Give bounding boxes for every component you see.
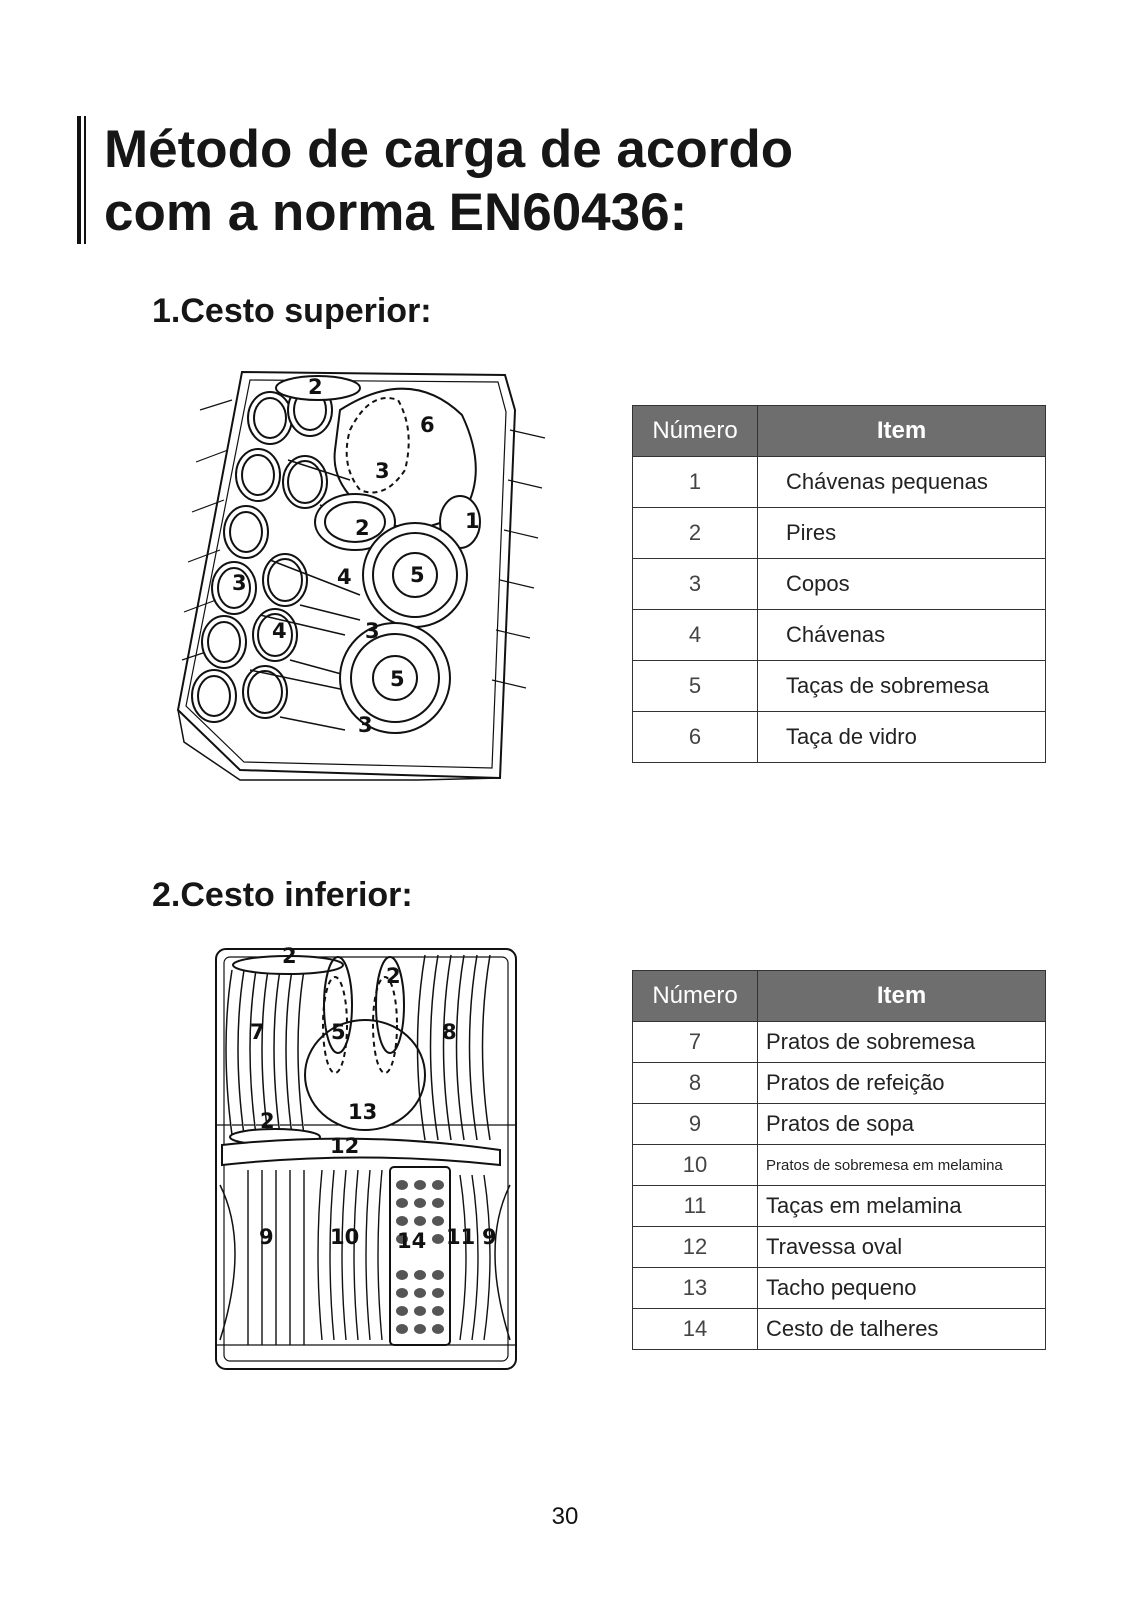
- row-number: 4: [632, 609, 758, 661]
- title-accent-bar: [77, 116, 81, 244]
- callout-3: 3: [232, 571, 247, 595]
- row-number: 7: [632, 1021, 758, 1063]
- row-item: Pratos de sobremesa: [757, 1021, 1046, 1063]
- callout-4: 4: [337, 565, 352, 589]
- row-number: 5: [632, 660, 758, 712]
- callout-2: 2: [355, 516, 370, 540]
- callout-9: 9: [482, 1225, 497, 1249]
- table-header-row: Número Item: [632, 970, 1046, 1022]
- row-item: Taças em melamina: [757, 1185, 1046, 1227]
- row-number: 10: [632, 1144, 758, 1186]
- row-item: Taça de vidro: [757, 711, 1046, 763]
- row-number: 3: [632, 558, 758, 610]
- row-item: Pratos de refeição: [757, 1062, 1046, 1104]
- callout-12: 12: [330, 1134, 359, 1158]
- row-item: Cesto de talheres: [757, 1308, 1046, 1350]
- callout-14: 14: [397, 1229, 426, 1253]
- callout-2: 2: [308, 375, 323, 399]
- row-number: 8: [632, 1062, 758, 1104]
- row-item: Copos: [757, 558, 1046, 610]
- row-item: Tacho pequeno: [757, 1267, 1046, 1309]
- page-title: Método de carga de acordo com a norma EN…: [104, 120, 794, 242]
- page-number: 30: [551, 1503, 579, 1530]
- row-item: Pratos de sopa: [757, 1103, 1046, 1145]
- callout-4: 4: [272, 619, 287, 643]
- callout-5: 5: [390, 667, 405, 691]
- callout-11: 11: [446, 1225, 475, 1249]
- table-header-row: Número Item: [632, 405, 1046, 457]
- section-title-upper-basket: 1.Cesto superior:: [152, 292, 432, 330]
- callout-1: 1: [465, 509, 480, 533]
- row-number: 6: [632, 711, 758, 763]
- row-item: Travessa oval: [757, 1226, 1046, 1268]
- upper-basket-illustration: 2 6 3 2 1 3 4 5 4 3 5 3: [170, 370, 560, 800]
- column-header-item: Item: [757, 405, 1046, 457]
- callout-2: 2: [386, 964, 401, 988]
- column-header-number: Número: [632, 405, 758, 457]
- callout-2: 2: [282, 945, 297, 968]
- callout-9: 9: [259, 1225, 274, 1249]
- column-header-number: Número: [632, 970, 758, 1022]
- callout-2: 2: [260, 1109, 275, 1133]
- section-title-lower-basket: 2.Cesto inferior:: [152, 876, 413, 914]
- row-number: 13: [632, 1267, 758, 1309]
- callout-13: 13: [348, 1100, 377, 1124]
- row-item: Pratos de sobremesa em melamina: [757, 1144, 1046, 1186]
- callout-3: 3: [365, 619, 380, 643]
- callout-3: 3: [375, 459, 390, 483]
- row-number: 9: [632, 1103, 758, 1145]
- row-item: Chávenas: [757, 609, 1046, 661]
- callout-3: 3: [358, 713, 373, 737]
- row-number: 11: [632, 1185, 758, 1227]
- title-accent-bar-thin: [84, 116, 86, 244]
- callout-10: 10: [330, 1225, 359, 1249]
- row-number: 2: [632, 507, 758, 559]
- row-number: 1: [632, 456, 758, 508]
- row-item: Pires: [757, 507, 1046, 559]
- callout-5: 5: [331, 1020, 346, 1044]
- callout-8: 8: [442, 1020, 457, 1044]
- row-number: 14: [632, 1308, 758, 1350]
- row-item: Taças de sobremesa: [757, 660, 1046, 712]
- row-number: 12: [632, 1226, 758, 1268]
- callout-5: 5: [410, 563, 425, 587]
- callout-7: 7: [250, 1020, 265, 1044]
- callout-6: 6: [420, 413, 435, 437]
- column-header-item: Item: [757, 970, 1046, 1022]
- row-item: Chávenas pequenas: [757, 456, 1046, 508]
- lower-basket-illustration: 2 2 7 5 8 2 13 12 9 10 14 11 9: [210, 945, 530, 1380]
